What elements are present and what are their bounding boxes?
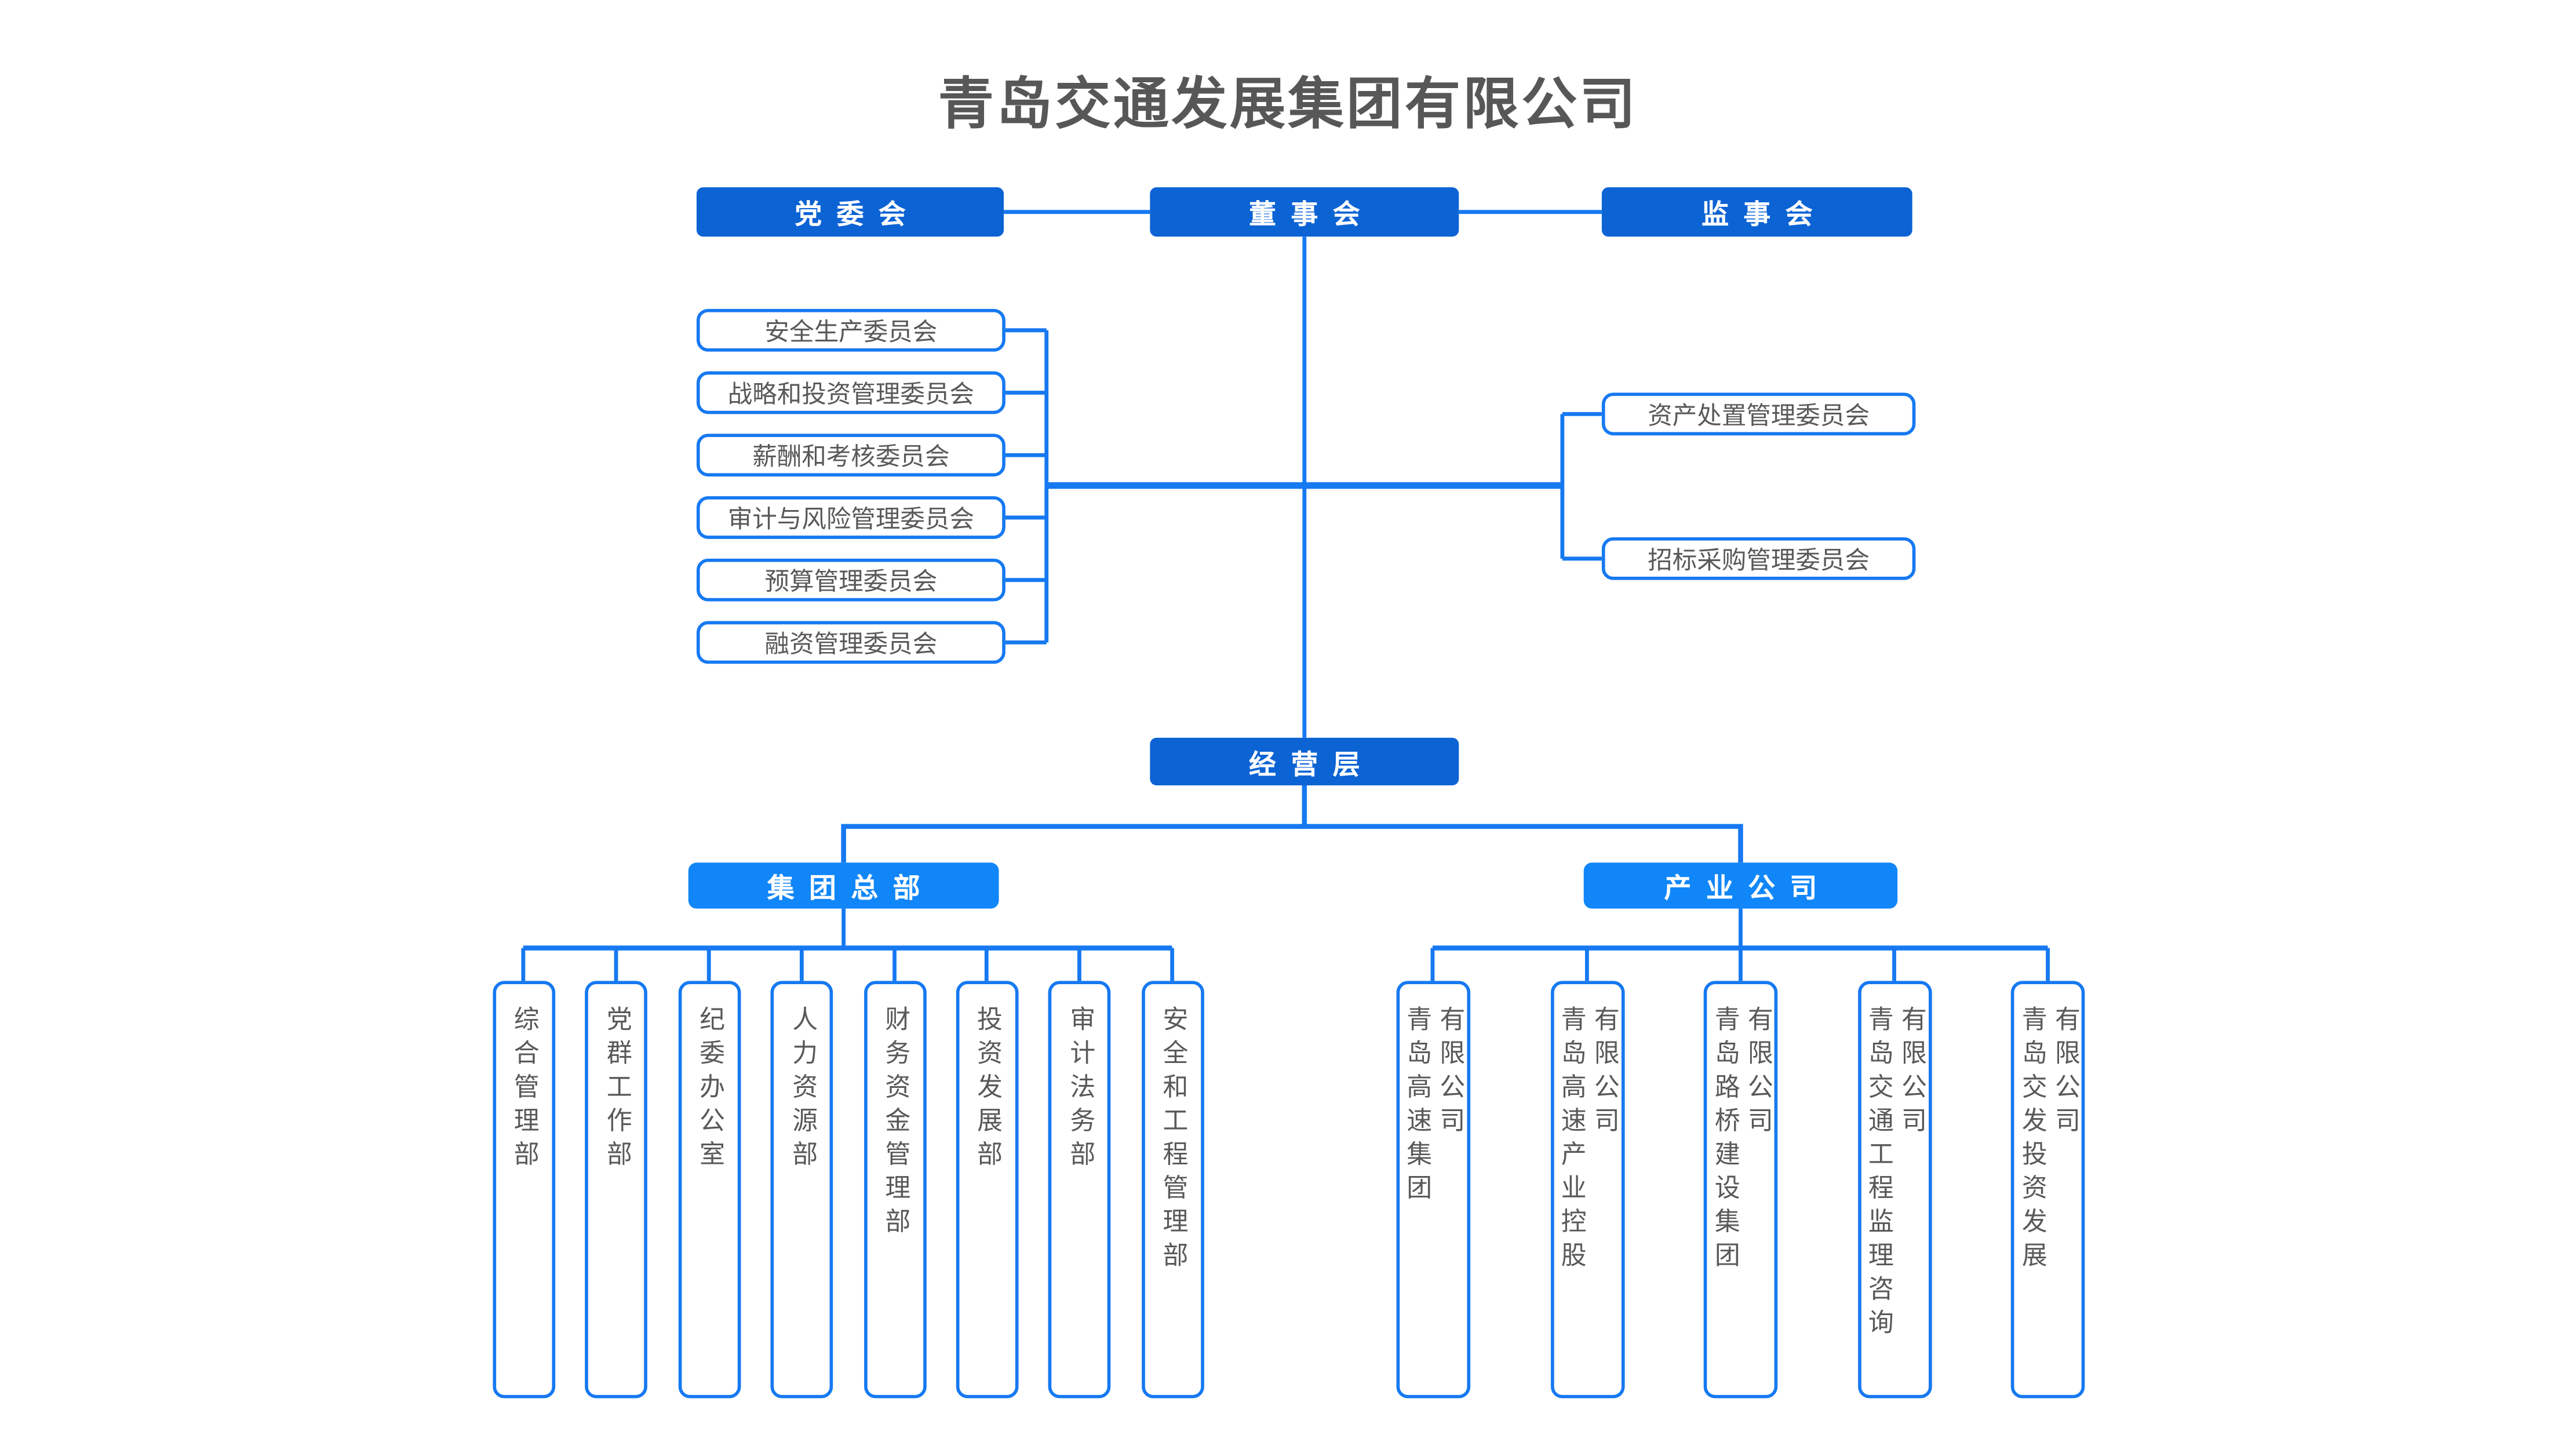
company-suffix: 有限公司	[1436, 1005, 1464, 1141]
node-supervisory-board: 监事会	[1601, 187, 1912, 237]
department-label: 投资发展部	[973, 1005, 1001, 1174]
department-item: 综合管理部	[492, 981, 555, 1399]
department-label: 安全和工程管理部	[1159, 1005, 1187, 1275]
node-party-committee: 党委会	[696, 187, 1004, 237]
node-board-of-directors: 董事会	[1150, 187, 1459, 237]
node-group-headquarters: 集团总部	[688, 862, 999, 909]
company-item: 青岛路桥建设集团 有限公司	[1703, 981, 1778, 1399]
company-item: 青岛交通工程监理咨询 有限公司	[1857, 981, 1932, 1399]
committee-item-asset-disposal: 资产处置管理委员会	[1601, 392, 1916, 436]
department-label: 审计法务部	[1066, 1005, 1095, 1174]
department-label: 纪委办公室	[695, 1005, 724, 1174]
company-name: 青岛高速集团	[1402, 1005, 1431, 1208]
department-label: 财务资金管理部	[881, 1005, 910, 1242]
company-name: 青岛交通工程监理咨询	[1864, 1005, 1893, 1343]
department-item: 审计法务部	[1048, 981, 1111, 1399]
department-item: 财务资金管理部	[863, 981, 926, 1399]
page-title: 青岛交通发展集团有限公司	[938, 74, 1638, 137]
department-label: 党群工作部	[603, 1005, 631, 1174]
committee-item-safety-production: 安全生产委员会	[696, 308, 1005, 352]
node-industry-companies: 产业公司	[1583, 862, 1898, 909]
committee-item-budget: 预算管理委员会	[696, 558, 1005, 602]
committee-item-bidding-procurement: 招标采购管理委员会	[1601, 537, 1916, 580]
company-suffix: 有限公司	[2051, 1005, 2079, 1141]
department-item: 安全和工程管理部	[1141, 981, 1204, 1399]
company-suffix: 有限公司	[1744, 1005, 1772, 1141]
department-item: 投资发展部	[955, 981, 1018, 1399]
company-item: 青岛高速产业控股 有限公司	[1550, 981, 1624, 1399]
department-item: 党群工作部	[585, 981, 647, 1399]
company-suffix: 有限公司	[1590, 1005, 1619, 1141]
company-item: 青岛交发投资发展 有限公司	[2010, 981, 2085, 1399]
company-name: 青岛交发投资发展	[2018, 1005, 2046, 1275]
company-item: 青岛高速集团 有限公司	[1396, 981, 1470, 1399]
committee-item-financing: 融资管理委员会	[696, 621, 1005, 664]
committee-item-compensation-assessment: 薪酬和考核委员会	[696, 434, 1005, 477]
department-label: 人力资源部	[788, 1005, 817, 1174]
node-management-layer: 经营层	[1150, 737, 1459, 786]
company-name: 青岛路桥建设集团	[1711, 1005, 1739, 1275]
company-name: 青岛高速产业控股	[1557, 1005, 1586, 1275]
committee-item-strategy-investment: 战略和投资管理委员会	[696, 371, 1005, 414]
department-item: 纪委办公室	[677, 981, 741, 1399]
department-label: 综合管理部	[510, 1005, 538, 1174]
committee-item-audit-risk: 审计与风险管理委员会	[696, 496, 1005, 539]
department-item: 人力资源部	[770, 981, 833, 1399]
company-suffix: 有限公司	[1897, 1005, 1926, 1141]
